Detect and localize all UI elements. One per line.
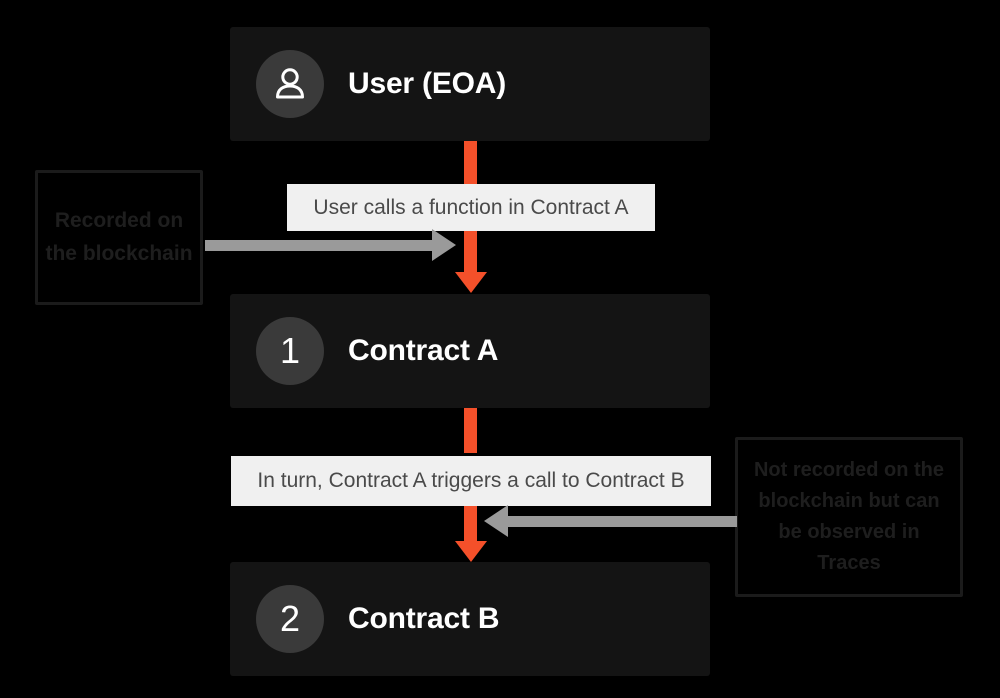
node-label-user-eoa: User (EOA) (348, 67, 507, 100)
node-user-eoa[interactable]: User (EOA) (230, 27, 710, 141)
node-contract-a[interactable]: 1 Contract A (230, 294, 710, 408)
person-icon (276, 68, 304, 99)
arrow-head-user-to-contract-a (464, 231, 477, 273)
annotation-pointer-arrowhead-left (432, 229, 456, 261)
arrow-stem-contract-a-to-contract-b (464, 408, 477, 453)
node-label-contract-b: Contract B (348, 602, 500, 635)
node-contract-b[interactable]: 2 Contract B (230, 562, 710, 676)
annotation-pointer-arrowhead-right (484, 505, 508, 537)
step-number-badge-1: 1 (256, 317, 324, 385)
annotation-pointer-line-left (205, 240, 438, 251)
edge-label-user-calls-contract-a: User calls a function in Contract A (287, 184, 655, 231)
annotation-recorded-on-blockchain: Recorded on the blockchain (35, 170, 203, 305)
annotation-not-recorded-observed-in-traces: Not recorded on the blockchain but can b… (735, 437, 963, 597)
step-number-2: 2 (279, 598, 301, 639)
step-number-badge-2: 2 (256, 585, 324, 653)
step-number-1: 1 (279, 330, 301, 371)
annotation-pointer-line-right (508, 516, 737, 527)
node-label-contract-a: Contract A (348, 334, 499, 367)
arrow-stem-user-to-contract-a (464, 141, 477, 184)
arrow-head-contract-a-to-contract-b (464, 506, 477, 542)
edge-label-contract-a-triggers-contract-b: In turn, Contract A triggers a call to C… (231, 456, 711, 506)
user-avatar-badge (256, 50, 324, 118)
